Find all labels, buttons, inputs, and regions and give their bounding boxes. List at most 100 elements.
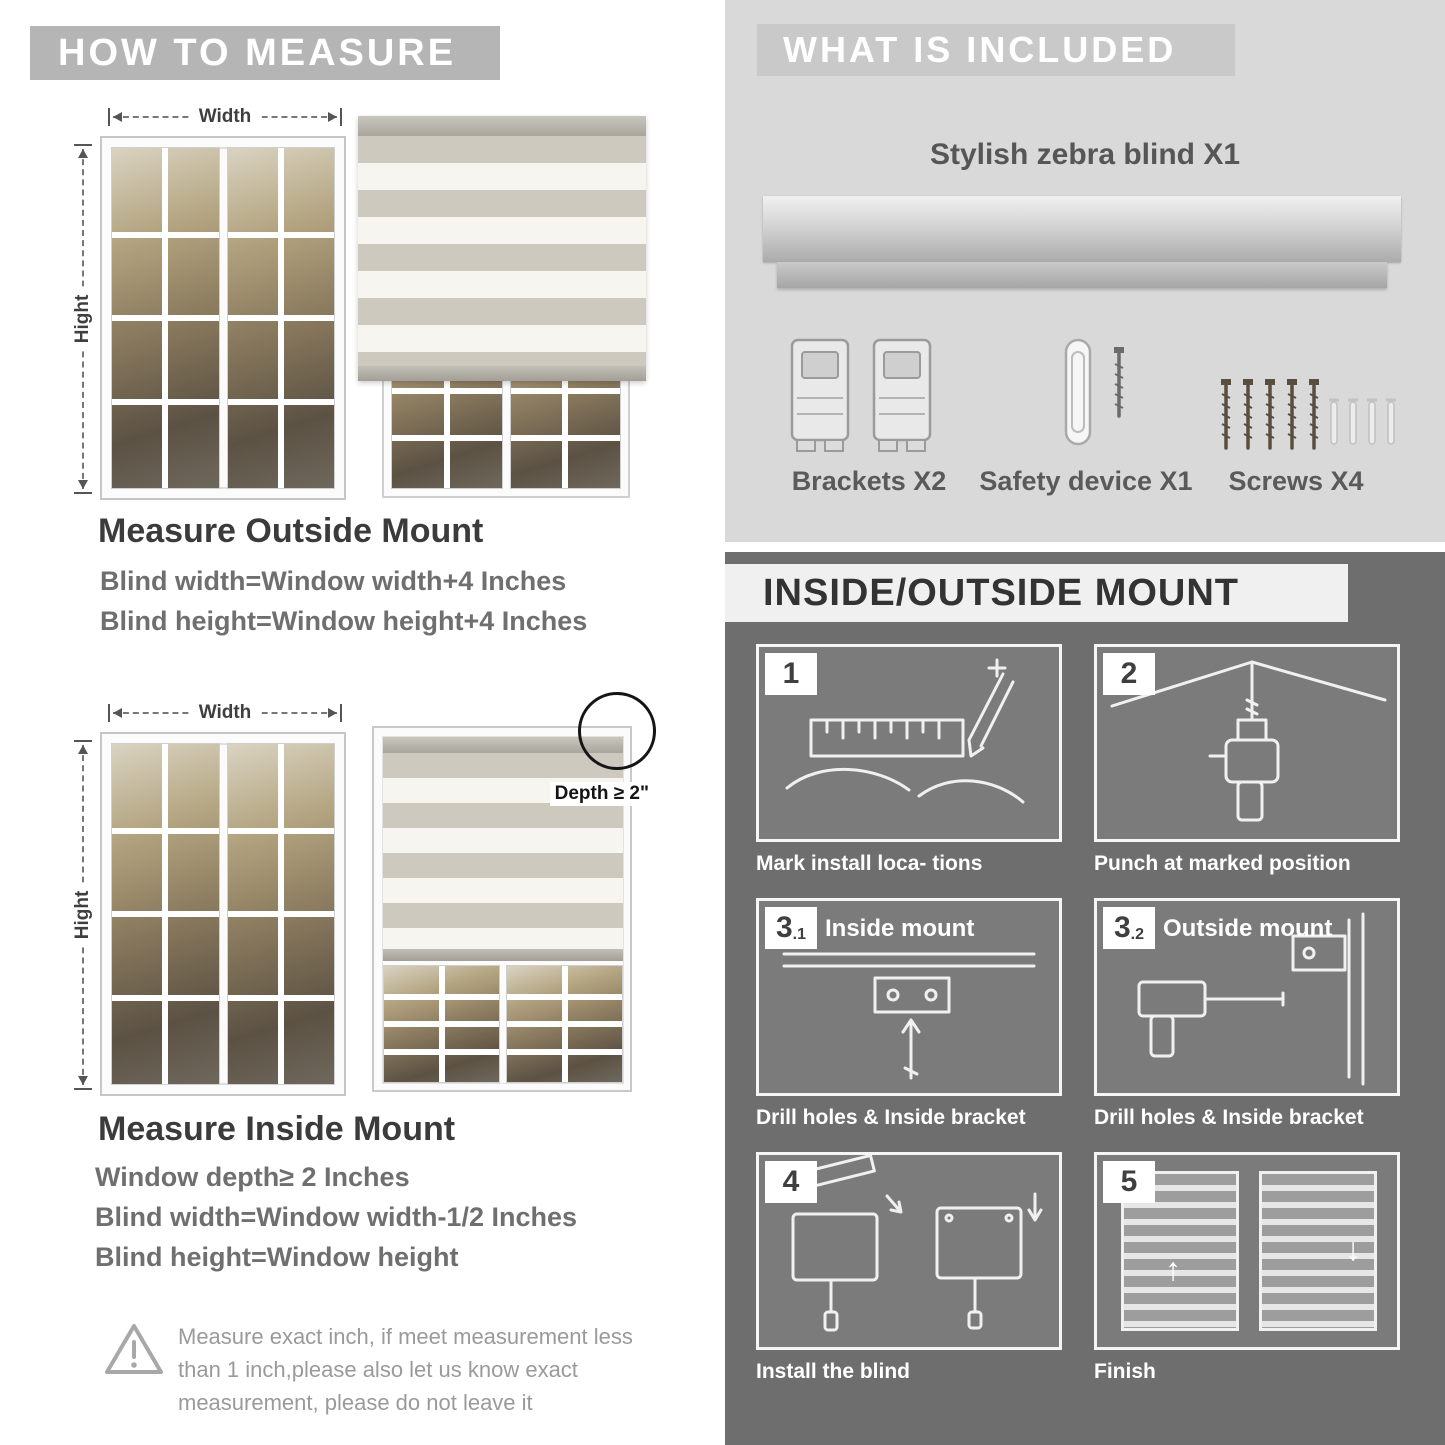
step-panel-3-2: 3.2 Outside mount [1094, 898, 1400, 1096]
step-panel-1: 1 [756, 644, 1062, 842]
step-caption-4: Install the blind [756, 1360, 911, 1383]
window-sash [383, 965, 500, 1083]
blind-inside-diagram: Depth ≥ 2" [372, 692, 656, 1092]
warning-line: than 1 inch,please also let us know exac… [178, 1357, 578, 1382]
screw-icon [1309, 379, 1319, 450]
mark-locations-art [785, 658, 1025, 804]
blind-stack [382, 736, 624, 1084]
blind-stripes [358, 136, 646, 366]
measure-warning-text: Measure exact inch, if meet measurement … [178, 1320, 633, 1419]
included-blind-label: Stylish zebra blind X1 [929, 138, 1241, 171]
step-caption-3-1: Drill holes & Inside bracket [756, 1106, 1026, 1129]
blind-valance-illustration [777, 262, 1387, 288]
blind-headrail-illustration [763, 196, 1401, 262]
inside-mount-formula-width: Blind width=Window width-1/2 Inches [95, 1202, 578, 1232]
what-is-included-banner: WHAT IS INCLUDED [757, 24, 1235, 76]
screw-icon [1287, 379, 1297, 450]
step-number: 1 [765, 653, 817, 695]
inside-mount-depth-rule: Window depth≥ 2 Inches [95, 1162, 410, 1192]
window-lower-glass [383, 961, 623, 1083]
inside-mount-formula-height: Blind height=Window height [95, 1242, 459, 1272]
inside-mount-label: Inside mount [825, 915, 975, 942]
brackets-label: Brackets X2 [791, 466, 947, 496]
how-to-measure-banner: HOW TO MEASURE [30, 26, 500, 80]
step-number-main: 3 [775, 911, 793, 944]
step-panel-3-1: 3.1 Inside mount [756, 898, 1062, 1096]
screw-icon [1243, 379, 1253, 450]
window-diagram-inside: Width Hight [72, 698, 344, 1094]
finished-blind-open [1259, 1171, 1377, 1331]
inside-bracket-art [782, 952, 1036, 1080]
depth-callout-label: Depth ≥ 2" [549, 782, 654, 806]
wall-anchor-icon [1329, 398, 1339, 445]
safety-device-icon [1064, 338, 1092, 446]
step-caption-2: Punch at marked position [1094, 852, 1351, 875]
step-number: 3.1 [765, 907, 817, 949]
outside-mount-label: Outside mount [1163, 915, 1333, 942]
step-panel-5: 5 ↑ ↓ [1094, 1152, 1400, 1350]
bracket-icon [790, 338, 850, 452]
step-panel-4: 4 [756, 1152, 1062, 1350]
outside-mount-formula-height: Blind height=Window height+4 Inches [100, 606, 588, 636]
window-diagram-outside: Width Hight [72, 102, 344, 498]
step-number: 2 [1103, 653, 1155, 695]
height-arrow: Hight [72, 740, 94, 1090]
wall-anchor-icon [1386, 398, 1396, 445]
blind-outside-diagram [358, 108, 646, 498]
step-number-sub: .2 [1130, 926, 1145, 943]
zebra-blind [358, 116, 646, 381]
step-number-main: 1 [782, 657, 800, 690]
height-arrow: Hight [72, 144, 94, 494]
arrow-right-icon [328, 708, 337, 718]
warning-icon [105, 1324, 163, 1374]
arrow-up-icon: ↑ [1165, 1251, 1181, 1287]
outside-bracket-art [1137, 912, 1365, 1086]
arrow-up-icon [78, 745, 88, 754]
arrow-down-icon: ↓ [1345, 1231, 1361, 1267]
arrow-down-icon [78, 480, 88, 489]
drill-art [1110, 660, 1387, 822]
arrow-left-icon [113, 112, 122, 122]
safety-device-illustration [1059, 336, 1127, 450]
step-caption-3-2: Drill holes & Inside bracket [1094, 1106, 1364, 1129]
step-number-main: 4 [782, 1165, 800, 1198]
arrow-down-icon [78, 1076, 88, 1085]
depth-callout-circle [578, 692, 656, 770]
window-frame [102, 138, 344, 498]
step-number-main: 2 [1120, 657, 1138, 690]
window-sash [506, 965, 623, 1083]
screw-icon [1265, 379, 1275, 450]
finished-blind-closed [1121, 1171, 1239, 1331]
step-panel-2: 2 [1094, 644, 1400, 842]
step-number: 5 [1103, 1161, 1155, 1203]
mount-instructions-section: INSIDE/OUTSIDE MOUNT 1 2 [725, 552, 1445, 1445]
width-arrow: Width [108, 106, 342, 128]
arrow-right-icon [328, 112, 337, 122]
width-arrow: Width [108, 702, 342, 724]
step-number-main: 5 [1120, 1165, 1138, 1198]
screws-illustration [1218, 376, 1322, 456]
anchors-illustration [1327, 396, 1398, 450]
bracket-icon [872, 338, 932, 452]
brackets-illustration [787, 336, 935, 454]
warning-line: Measure exact inch, if meet measurement … [178, 1324, 633, 1349]
screw-icon [1114, 347, 1124, 418]
step-number-sub: .1 [792, 926, 807, 943]
wall-anchor-icon [1367, 398, 1377, 445]
wall-anchor-icon [1348, 398, 1358, 445]
outside-mount-title: Measure Outside Mount [98, 512, 484, 550]
step-caption-1: Mark install loca- tions [756, 852, 983, 875]
blind-bottomrail [383, 949, 623, 961]
screw-icon [1221, 379, 1231, 450]
mount-section-banner: INSIDE/OUTSIDE MOUNT [725, 564, 1348, 622]
warning-line: measurement, please do not leave it [178, 1390, 533, 1415]
width-label: Width [188, 702, 262, 724]
window-frame [102, 734, 344, 1094]
height-label: Hight [72, 882, 94, 948]
blind-headrail [358, 116, 646, 136]
width-label: Width [188, 106, 262, 128]
window-sash [226, 743, 335, 1085]
screws-label: Screws X4 [1228, 466, 1364, 496]
blind-headrail [383, 737, 623, 753]
